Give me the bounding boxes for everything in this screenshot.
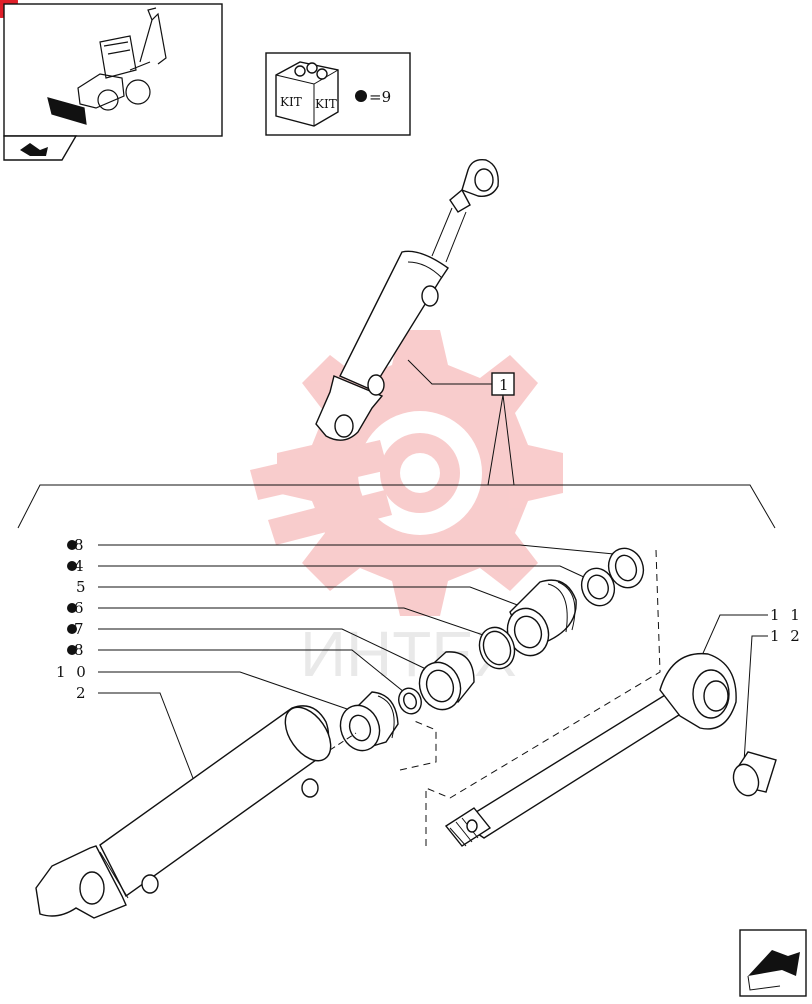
kit-legend: KIT KIT =9 bbox=[265, 52, 411, 136]
kit-bullet-icon bbox=[67, 603, 77, 613]
bushing-12[interactable] bbox=[729, 751, 777, 799]
callout-leader-c2 bbox=[98, 692, 197, 787]
o-ring-6[interactable] bbox=[474, 622, 520, 673]
next-arrow-icon bbox=[748, 950, 800, 976]
callout-leader-c10 bbox=[98, 671, 351, 711]
callout-leader-c4 bbox=[98, 565, 587, 579]
callout-label-c8b[interactable]: 8 bbox=[74, 641, 87, 659]
callout-leader-c5 bbox=[98, 586, 521, 607]
callout-leader-c7 bbox=[98, 628, 429, 671]
bushing-7[interactable] bbox=[413, 651, 475, 716]
callout-label-c8a[interactable]: 8 bbox=[74, 536, 87, 554]
callout-label-c7[interactable]: 7 bbox=[74, 620, 87, 638]
kit-bullet-icon bbox=[67, 645, 77, 655]
assembly-guide bbox=[399, 549, 661, 846]
callout-leader-c8a bbox=[98, 544, 615, 555]
piston-rod-11[interactable] bbox=[444, 652, 737, 847]
machine-thumbnail[interactable] bbox=[3, 3, 223, 161]
callout-labels: 8 4 5 6 7 8 1 0 2 1 1 1 2 bbox=[56, 536, 803, 787]
kit-bullet-icon bbox=[355, 90, 367, 102]
callout-leader-c8b bbox=[98, 649, 405, 693]
kit-bullet-icon bbox=[67, 624, 77, 634]
kit-label-left: KIT bbox=[280, 95, 302, 109]
callout-label-c12[interactable]: 1 2 bbox=[770, 627, 803, 645]
kit-bullet-icon bbox=[67, 540, 77, 550]
kit-label-right: KIT bbox=[315, 97, 337, 111]
callout-leader-c12 bbox=[743, 635, 768, 763]
nav-arrow-icon bbox=[20, 143, 48, 156]
callout-label-c5[interactable]: 5 bbox=[76, 578, 89, 596]
callout-label-c11[interactable]: 1 1 bbox=[770, 606, 803, 624]
gland-5[interactable] bbox=[501, 579, 577, 661]
cylinder-barrel-2[interactable] bbox=[35, 699, 340, 919]
seal-ring-8a[interactable] bbox=[603, 543, 649, 592]
callout-leader-c11 bbox=[699, 614, 768, 661]
callout-label-c2[interactable]: 2 bbox=[76, 684, 89, 702]
assembled-cylinder bbox=[315, 159, 499, 441]
kit-quantity: =9 bbox=[369, 88, 391, 106]
seal-ring-4[interactable] bbox=[576, 564, 619, 611]
callout-label-c6[interactable]: 6 bbox=[74, 599, 87, 617]
parent-label: 1 bbox=[499, 376, 509, 394]
backhoe-icon bbox=[47, 7, 167, 125]
kit-box-icon bbox=[275, 61, 339, 127]
callout-label-c4[interactable]: 4 bbox=[74, 557, 87, 575]
next-page-button[interactable] bbox=[739, 929, 807, 997]
piston-10[interactable] bbox=[329, 691, 399, 756]
callout-label-c10[interactable]: 1 0 bbox=[56, 663, 89, 681]
kit-bullet-icon bbox=[67, 561, 77, 571]
callout-leader-c6 bbox=[98, 607, 487, 637]
seal-ring-8b[interactable] bbox=[395, 685, 425, 717]
